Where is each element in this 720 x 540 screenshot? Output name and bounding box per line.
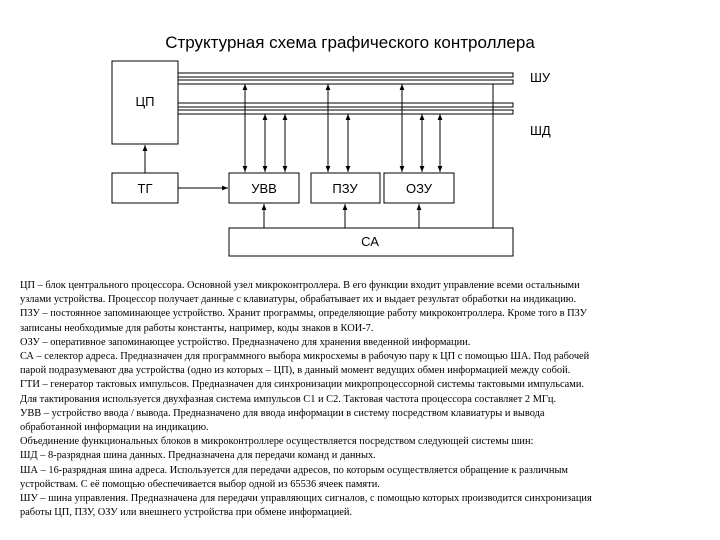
description-line: Объединение функциональных блоков в микр… <box>20 436 534 448</box>
io-block: УВВ <box>228 172 300 204</box>
description-line: узлами устройства. Процессор получает да… <box>20 294 577 306</box>
rom-label: ПЗУ <box>332 181 358 196</box>
selector-block: СА <box>228 227 514 257</box>
description-line: УВВ – устройство ввода / вывода. Предназ… <box>20 407 545 419</box>
clock-block: ТГ <box>111 172 179 204</box>
description-line: обработанной информации на индикацию. <box>20 422 209 434</box>
ram-block: ОЗУ <box>383 172 455 204</box>
description-line: устройствам. С её помощью обеспечивается… <box>20 478 380 490</box>
ram-label: ОЗУ <box>406 181 433 196</box>
description-line: записаны необходимые для работы констант… <box>20 322 374 334</box>
description-line: работы ЦП, ПЗУ, ОЗУ или внешнего устройс… <box>20 507 353 519</box>
rom-block: ПЗУ <box>310 172 381 204</box>
block-diagram: ШУ ШД ЦП ТГ УВВ ПЗУ ОЗУ СА <box>111 60 551 257</box>
description-line: ША – 16-разрядная шина адреса. Используе… <box>20 464 569 476</box>
description-line: ГТИ – генератор тактовых импульсов. Пред… <box>20 379 585 391</box>
data-bus-label: ШД <box>530 123 551 138</box>
control-bus-label: ШУ <box>530 70 551 85</box>
cpu-block: ЦП <box>111 60 179 145</box>
description-line: СА – селектор адреса. Предназначен для п… <box>20 351 590 363</box>
description-line: ПЗУ – постоянное запоминающее устройство… <box>20 308 587 320</box>
io-label: УВВ <box>251 181 277 196</box>
description-line: ЦП – блок центрального процессора. Основ… <box>20 280 580 291</box>
description-line: Для тактирования используется двухфазная… <box>20 393 557 405</box>
description-line: ШУ – шина управления. Предназначена для … <box>20 493 592 505</box>
description-line: парой подразумевают два устройства (одно… <box>20 365 571 377</box>
data-bus <box>176 102 514 115</box>
description-text: ЦП – блок центрального процессора. Основ… <box>20 279 710 520</box>
description-line: ОЗУ – оперативное запоминающее устройств… <box>20 336 471 348</box>
clock-label: ТГ <box>138 181 153 196</box>
control-bus <box>176 72 514 85</box>
description-line: ШД – 8-разрядная шина данных. Предназнач… <box>20 450 376 462</box>
cpu-label: ЦП <box>136 94 155 109</box>
selector-label: СА <box>361 234 379 249</box>
connections <box>142 84 494 228</box>
diagram-title: Структурная схема графического контролле… <box>165 33 535 52</box>
